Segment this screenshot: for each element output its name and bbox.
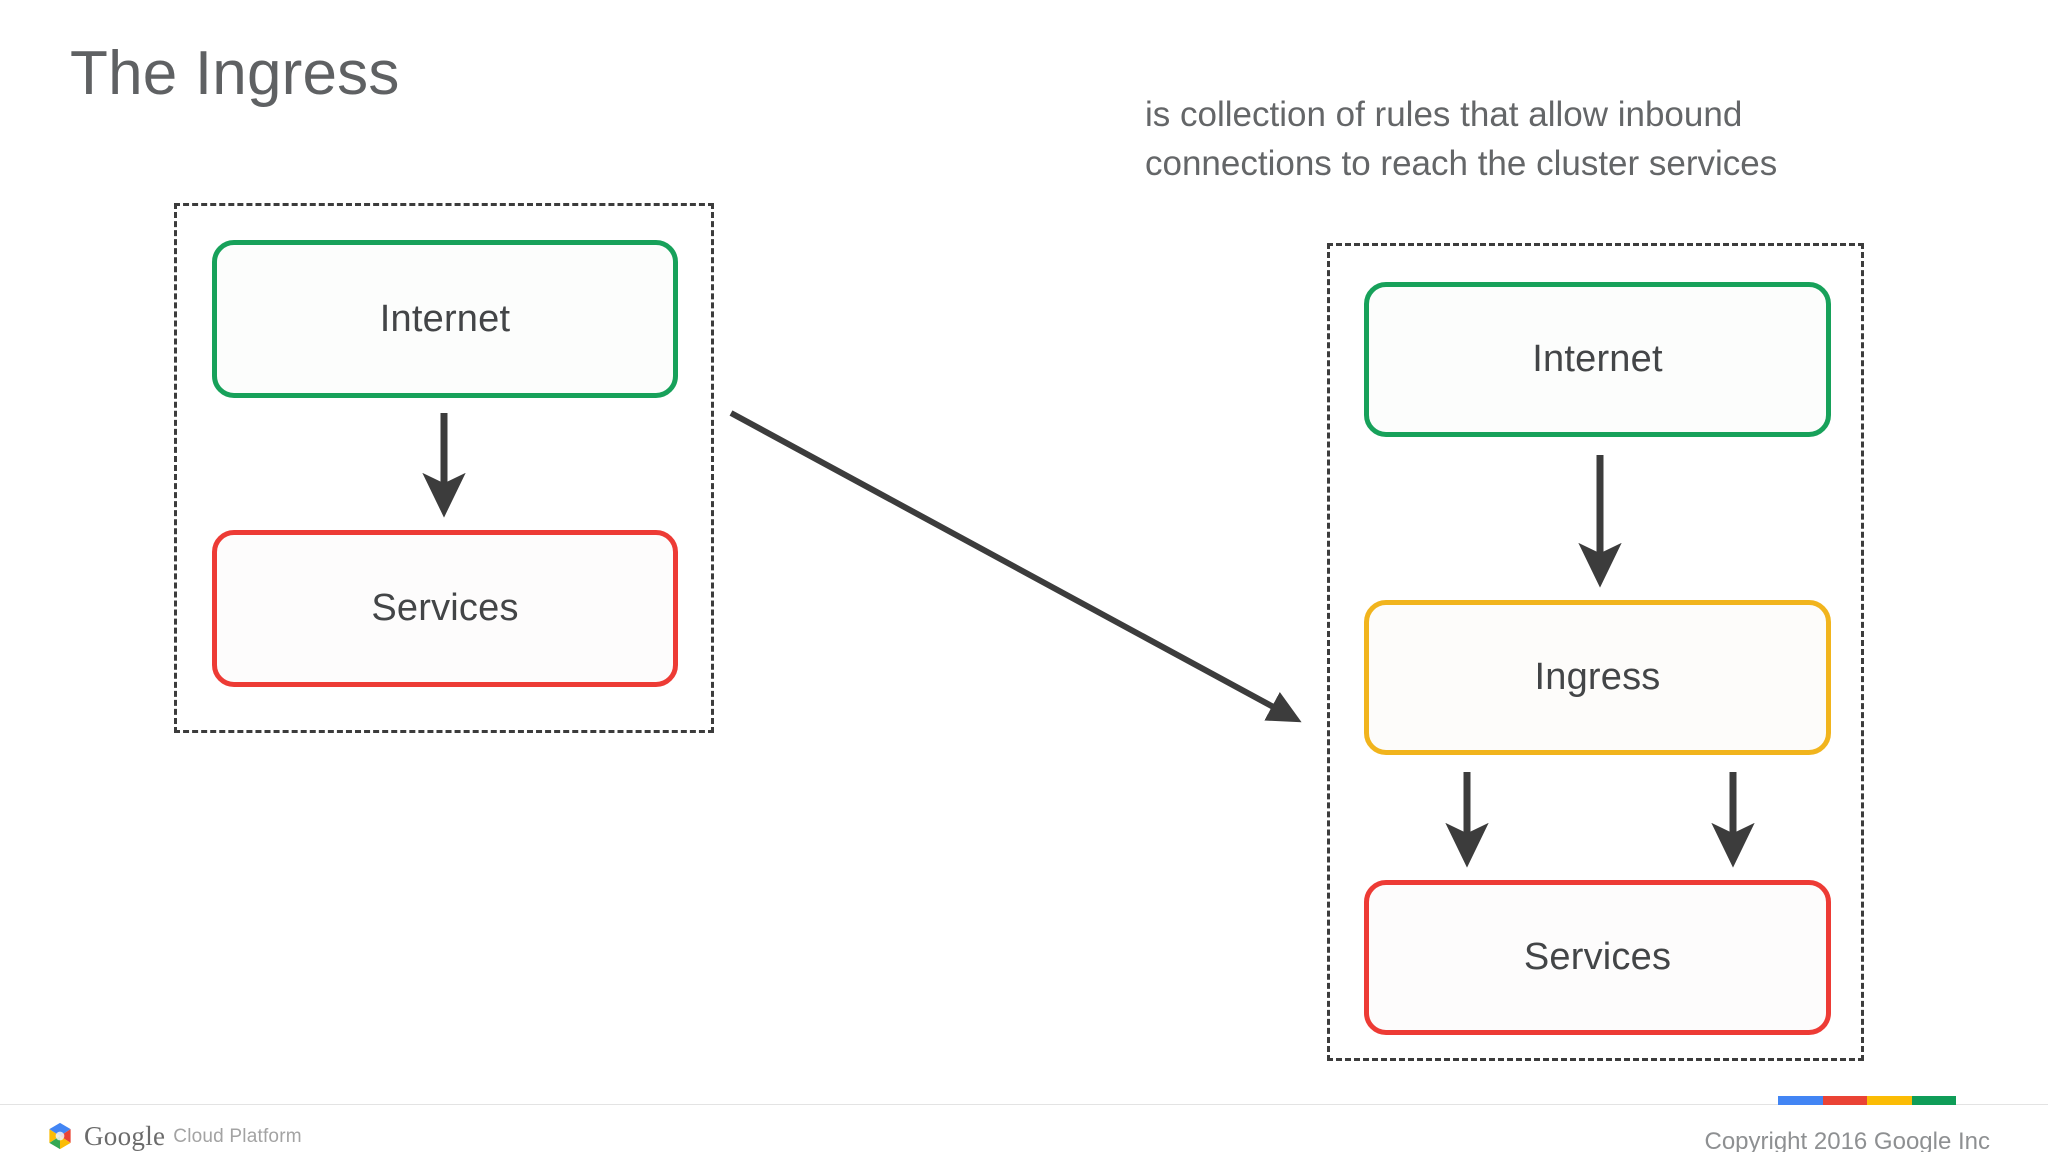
brand-suffix: Cloud Platform: [173, 1125, 302, 1147]
brand-lockup: Google Cloud Platform: [45, 1119, 302, 1152]
right-cluster-boundary: [1327, 243, 1864, 1061]
left-cluster-boundary: [174, 203, 714, 733]
description-line-2: connections to reach the cluster service…: [1145, 144, 1778, 183]
right-node-services-label: Services: [1523, 936, 1672, 978]
left-node-services: Services: [212, 530, 678, 687]
left-node-internet: Internet: [212, 240, 678, 398]
color-bar-yellow: [1867, 1096, 1912, 1105]
arrow-left-cluster-to-right-cluster: [729, 410, 1302, 723]
google-color-bar: [1778, 1096, 1956, 1105]
google-cloud-platform-logo-icon: [49, 1122, 71, 1150]
left-node-services-label: Services: [371, 587, 519, 629]
right-node-ingress-label: Ingress: [1534, 656, 1661, 698]
color-bar-blue: [1778, 1096, 1823, 1105]
description-text: is collection of rules that allow inboun…: [1145, 90, 1935, 188]
left-node-internet-label: Internet: [379, 297, 511, 340]
copyright-text: Copyright 2016 Google Inc: [1704, 1128, 1990, 1152]
right-node-internet-label: Internet: [1532, 338, 1663, 380]
brand-name: Google: [84, 1120, 166, 1151]
right-node-ingress: Ingress: [1364, 600, 1831, 755]
color-bar-red: [1822, 1096, 1867, 1105]
right-node-services: Services: [1364, 880, 1831, 1035]
right-node-internet: Internet: [1364, 282, 1831, 437]
description-line-1: is collection of rules that allow inboun…: [1145, 95, 1743, 134]
footer-divider: [0, 1104, 2048, 1105]
page-title: The Ingress: [70, 39, 400, 108]
color-bar-green: [1911, 1096, 1956, 1105]
